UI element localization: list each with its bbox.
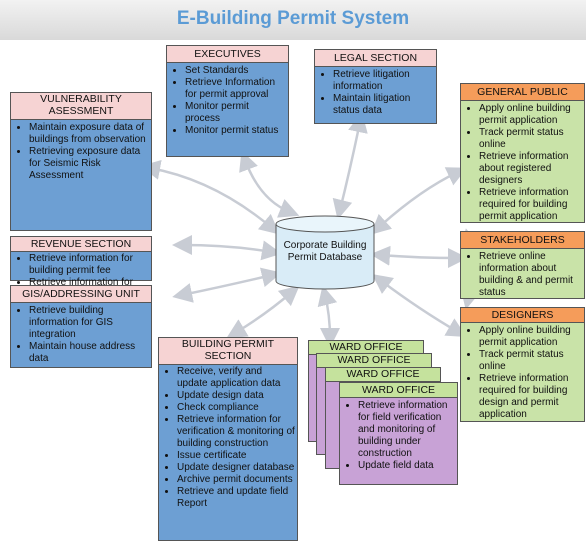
vulnerability-assessment-box: VULNERABILITY ASESSMENT Maintain exposur… xyxy=(10,92,152,231)
arrow-stakeholders xyxy=(370,245,468,268)
database-cylinder-icon xyxy=(275,215,375,290)
executives-title: EXECUTIVES xyxy=(167,46,288,63)
legal-list: Retrieve litigation information Maintain… xyxy=(315,69,436,117)
corporate-database: Corporate Building Permit Database xyxy=(275,215,375,290)
list-item: Track permit status online xyxy=(479,127,582,151)
database-label-line1: Corporate Building xyxy=(283,240,367,251)
list-item: Track permit status online xyxy=(479,349,582,373)
arrow-vulnerability xyxy=(140,159,280,235)
executives-box: EXECUTIVES Set Standards Retrieve Inform… xyxy=(166,45,289,157)
list-item: Update design data xyxy=(177,390,295,402)
list-item: Archive permit documents xyxy=(177,474,295,486)
list-item: Monitor permit status xyxy=(185,125,286,137)
arrow-public xyxy=(370,167,468,235)
stakeholders-box: STAKEHOLDERS Retrieve online information… xyxy=(460,231,585,299)
building-permit-title: BUILDING PERMIT SECTION xyxy=(159,338,297,365)
general-public-box: GENERAL PUBLIC Apply online building per… xyxy=(460,83,585,223)
gis-addressing-title: GIS/ADDRESSING UNIT xyxy=(11,286,151,303)
list-item: Retrieve information for verification & … xyxy=(177,414,295,450)
ward-office-title: WARD OFFICE xyxy=(340,383,457,398)
list-item: Apply online building permit application xyxy=(479,103,582,127)
gis-addressing-unit-box: GIS/ADDRESSING UNIT Retrieve building in… xyxy=(10,285,152,368)
stakeholders-title: STAKEHOLDERS xyxy=(461,232,584,249)
list-item: Check compliance xyxy=(177,402,295,414)
arrow-building-permit xyxy=(226,285,300,339)
list-item: Retrieve information required for buildi… xyxy=(479,187,582,223)
building-permit-section-box: BUILDING PERMIT SECTION Receive, verify … xyxy=(158,337,298,541)
list-item: Retrieve and update field Report xyxy=(177,486,295,510)
revenue-section-title: REVENUE SECTION xyxy=(11,237,151,252)
vulnerability-list: Maintain exposure data of buildings from… xyxy=(11,122,151,182)
arrow-executives xyxy=(239,150,300,218)
revenue-section-box: REVENUE SECTION Retrieve information for… xyxy=(10,236,152,300)
list-item: Maintain exposure data of buildings from… xyxy=(29,122,149,146)
list-item: Set Standards xyxy=(185,65,286,77)
designers-list: Apply online building permit application… xyxy=(461,325,584,421)
arrow-gis xyxy=(172,267,282,303)
list-item: Retrieve Information for permit approval xyxy=(185,77,286,101)
list-item: Maintain litigation status data xyxy=(333,93,434,117)
list-item: Retrieving exposure data for Seismic Ris… xyxy=(29,146,149,182)
general-public-title: GENERAL PUBLIC xyxy=(461,84,584,101)
stakeholders-list: Retrieve online information about buildi… xyxy=(461,251,584,299)
list-item: Retrieve information about registered de… xyxy=(479,151,582,187)
designers-title: DESIGNERS xyxy=(461,308,584,323)
database-label-line2: Permit Database xyxy=(287,252,363,263)
list-item: Maintain house address data xyxy=(29,341,149,365)
gis-list: Retrieve building information for GIS in… xyxy=(11,305,151,365)
ward-office-list: Retrieve information for field verificat… xyxy=(340,400,457,472)
page-title: E-Building Permit System xyxy=(176,8,410,29)
legal-section-box: LEGAL SECTION Retrieve litigation inform… xyxy=(314,49,437,124)
list-item: Apply online building permit application xyxy=(479,325,582,349)
arrow-designers xyxy=(371,274,467,338)
arrow-revenue xyxy=(172,235,282,261)
list-item: Monitor permit process xyxy=(185,101,286,125)
arrow-ward xyxy=(317,285,340,348)
list-item: Retrieve information required for buildi… xyxy=(479,373,582,421)
list-item: Retrieve building information for GIS in… xyxy=(29,305,149,341)
arrow-legal xyxy=(332,112,368,220)
list-item: Update designer database xyxy=(177,462,295,474)
list-item: Update field data xyxy=(358,460,455,472)
title-banner: E-Building Permit System xyxy=(0,0,586,40)
executives-list: Set Standards Retrieve Information for p… xyxy=(167,65,288,137)
list-item: Retrieve online information about buildi… xyxy=(479,251,582,299)
list-item: Receive, verify and update application d… xyxy=(177,366,295,390)
general-public-list: Apply online building permit application… xyxy=(461,103,584,223)
vulnerability-title: VULNERABILITY ASESSMENT xyxy=(11,93,151,120)
list-item: Retrieve litigation information xyxy=(333,69,434,93)
designers-box: DESIGNERS Apply online building permit a… xyxy=(460,307,585,422)
legal-section-title: LEGAL SECTION xyxy=(315,50,436,67)
list-item: Retrieve information for building permit… xyxy=(29,253,149,277)
building-permit-list: Receive, verify and update application d… xyxy=(159,366,297,510)
list-item: Issue certificate xyxy=(177,450,295,462)
list-item: Retrieve information for field verificat… xyxy=(358,400,455,460)
ward-office-box: WARD OFFICE Retrieve information for fie… xyxy=(339,382,458,485)
